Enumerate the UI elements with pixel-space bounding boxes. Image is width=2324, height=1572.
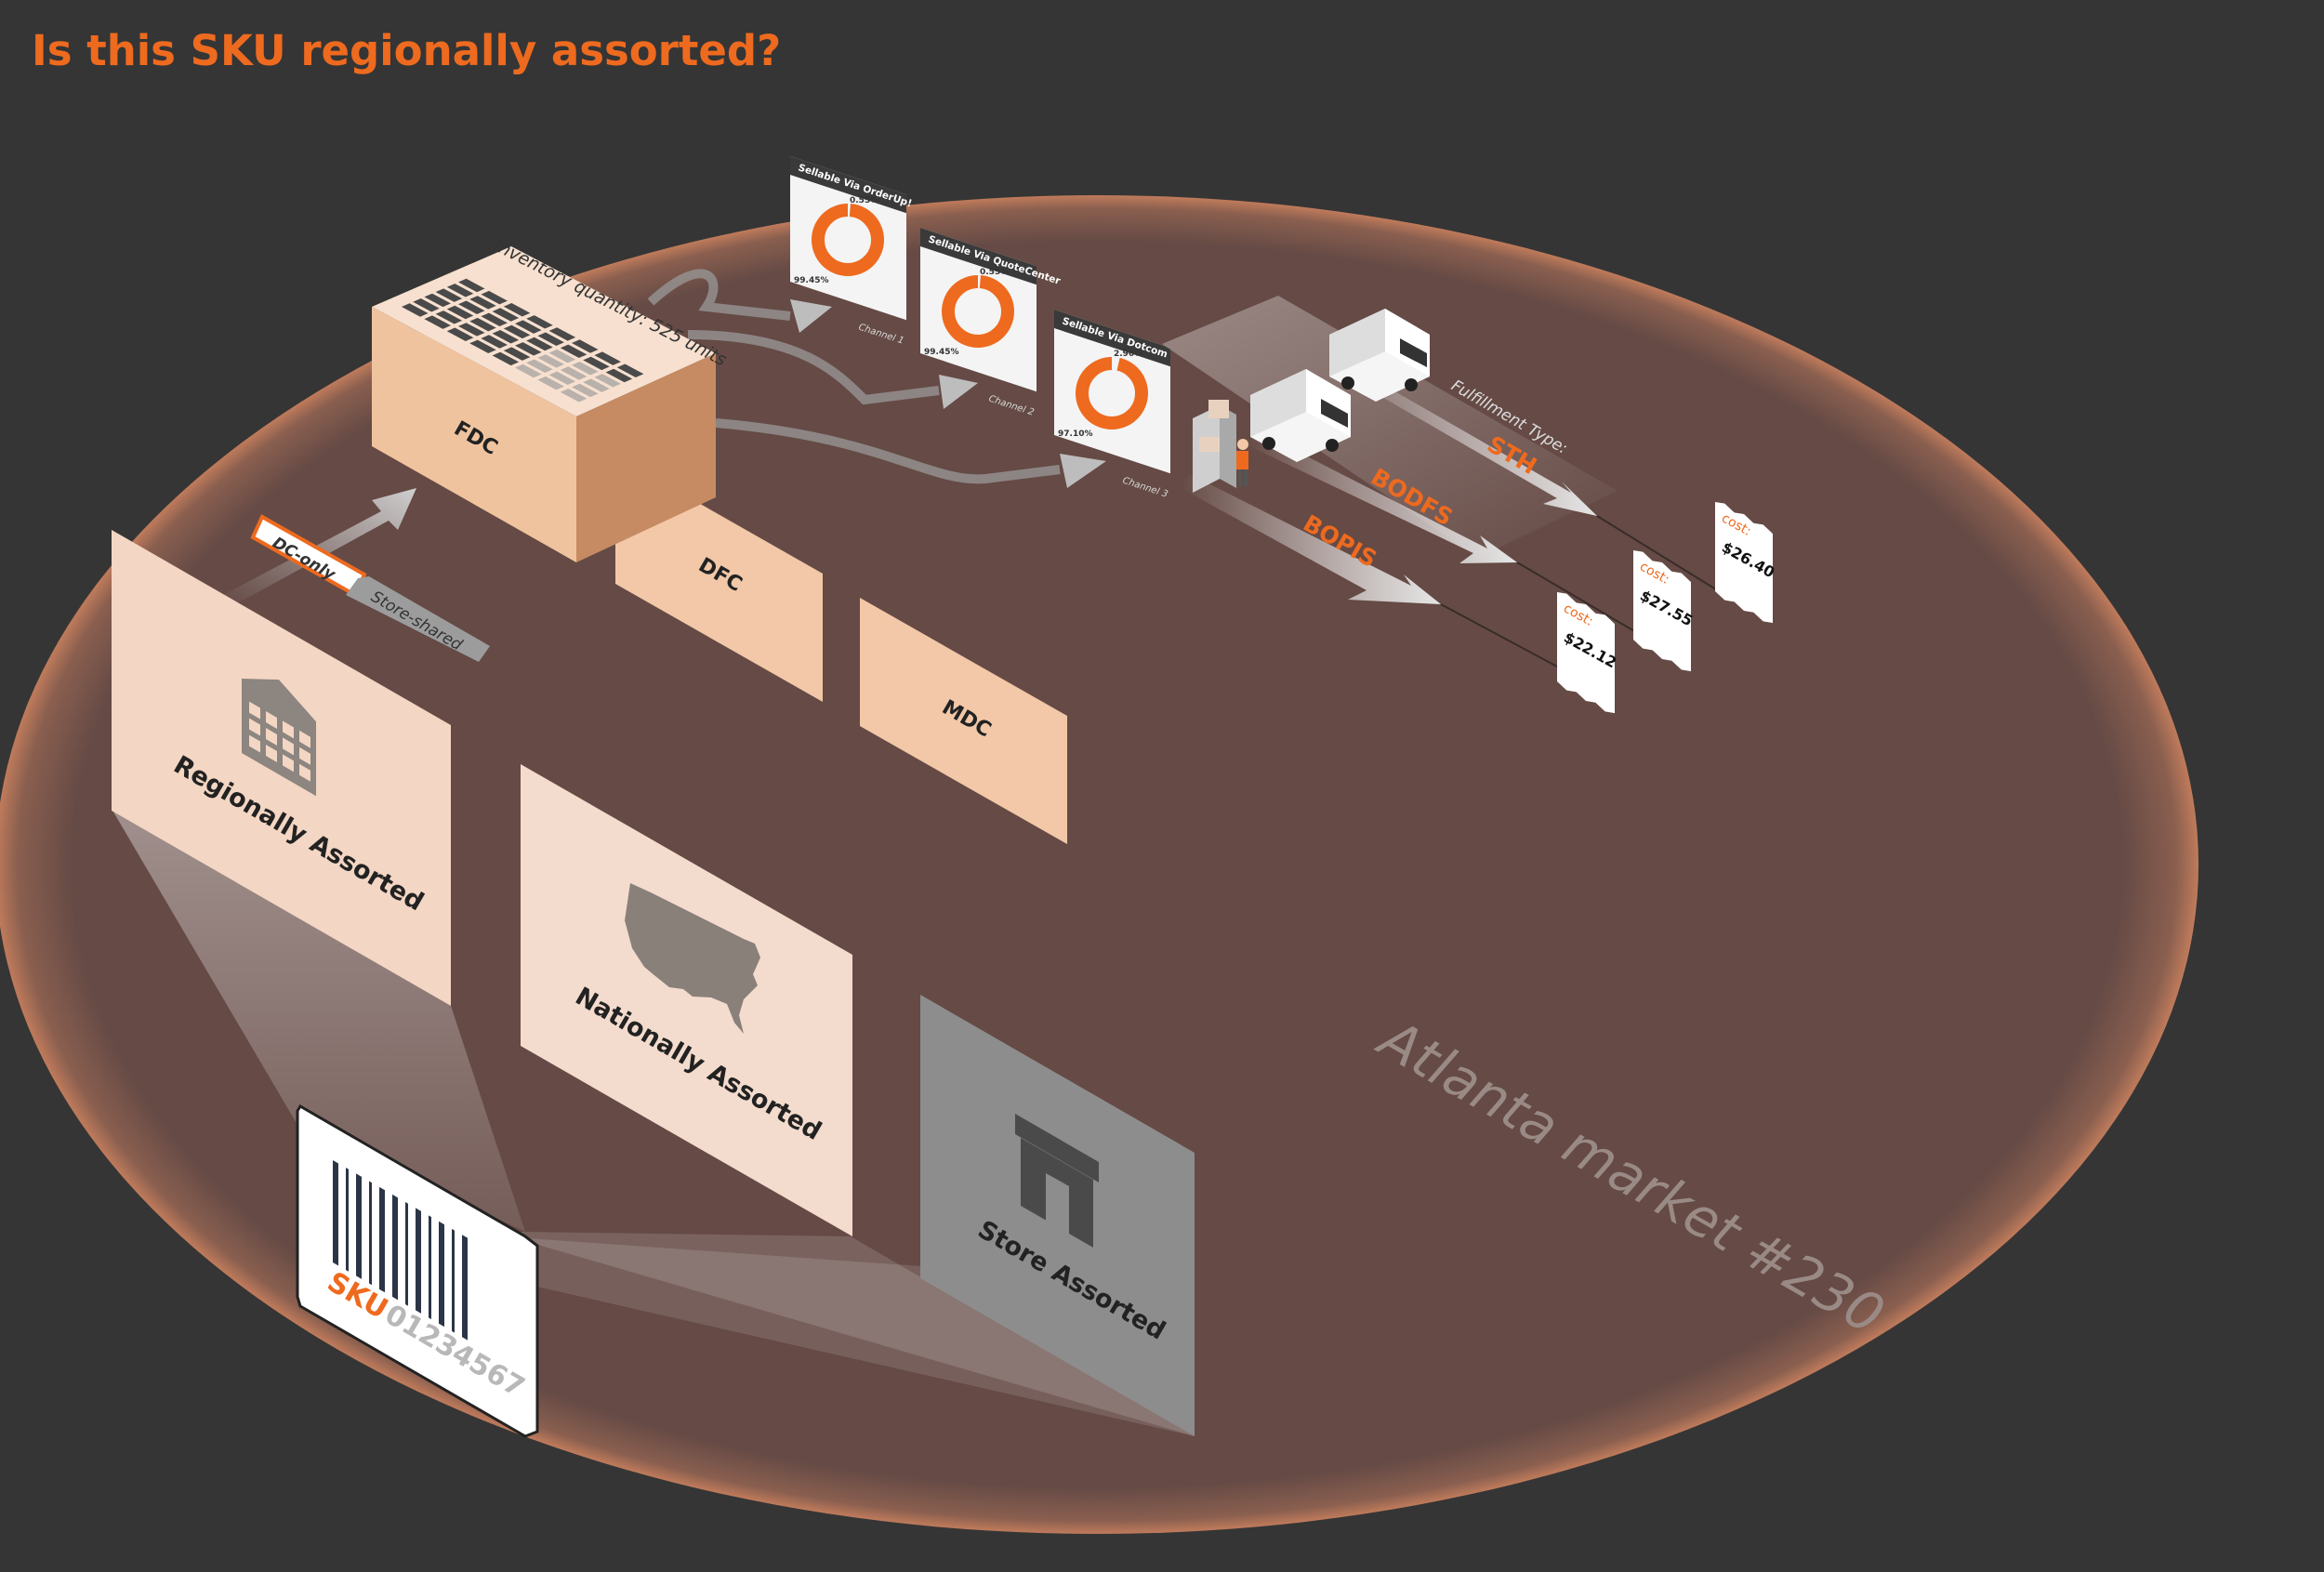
donut-sellable-label: 99.45% bbox=[924, 348, 959, 357]
donut-sellable-label: 99.45% bbox=[794, 276, 829, 285]
barcode-bar bbox=[429, 1215, 431, 1319]
barcode-bar bbox=[369, 1182, 372, 1286]
donut-other-slice bbox=[1112, 363, 1118, 364]
barcode-bar bbox=[392, 1195, 398, 1300]
barcode-bar bbox=[379, 1187, 385, 1292]
donut-other-label: 2.90% bbox=[1114, 350, 1142, 359]
barcode-bar bbox=[356, 1173, 362, 1278]
barcode-bar bbox=[439, 1222, 444, 1327]
barcode-bar bbox=[405, 1202, 408, 1306]
donut-sellable-label: 97.10% bbox=[1058, 429, 1093, 439]
barcode-bar bbox=[462, 1235, 468, 1340]
barcode-bar bbox=[452, 1229, 455, 1333]
donut-other-label: 0.55% bbox=[980, 268, 1009, 277]
page-title: Is this SKU regionally assorted? bbox=[32, 26, 781, 75]
barcode-bar bbox=[333, 1160, 338, 1265]
barcode-bar bbox=[346, 1168, 349, 1272]
donut-other-label: 0.55% bbox=[850, 196, 878, 205]
barcode-bar bbox=[416, 1208, 421, 1313]
